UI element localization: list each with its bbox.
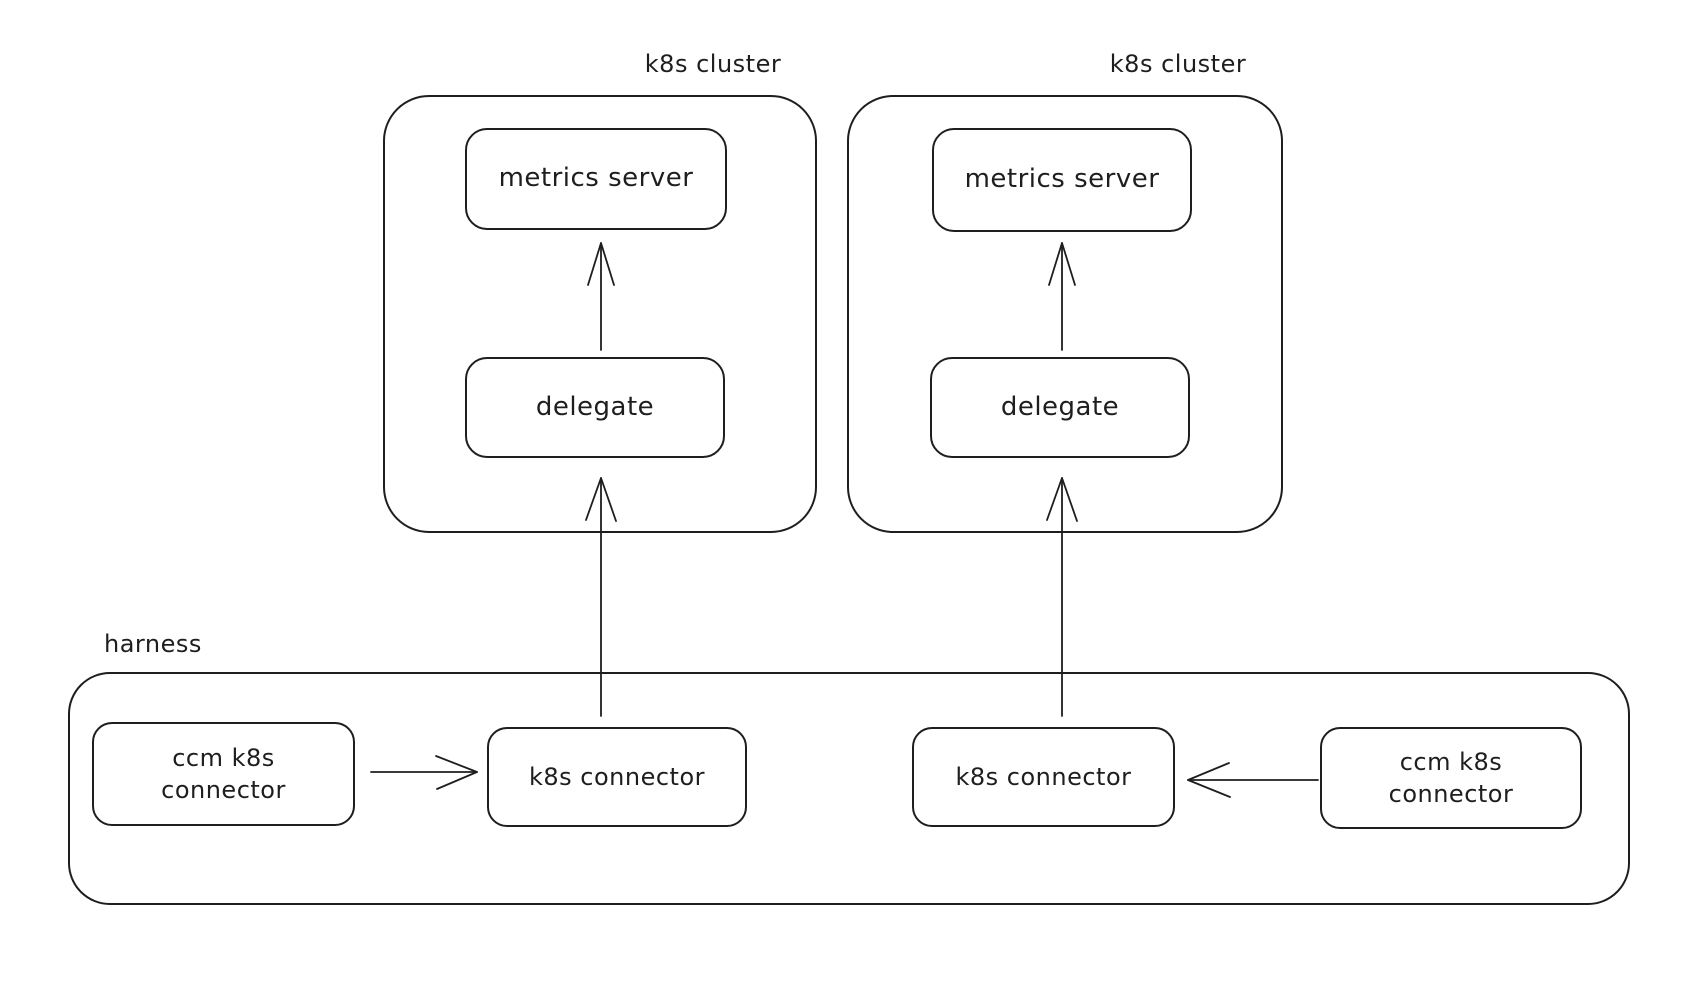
cluster-2-label: k8s cluster [1109,50,1247,78]
metrics-server-node-2: metrics server [932,128,1192,232]
k8s-connector-node-right: k8s connector [912,727,1175,827]
delegate-node-1: delegate [465,357,725,458]
cluster-1-label: k8s cluster [644,50,782,78]
k8s-connector-label-left: k8s connector [528,762,706,791]
ccm-k8s-connector-label-left: ccm k8s connector [161,743,286,804]
ccm-k8s-connector-node-right: ccm k8s connector [1320,727,1582,829]
ccm-k8s-connector-label-right: ccm k8s connector [1388,747,1514,808]
metrics-server-node-1: metrics server [465,128,727,230]
cluster-2-container [847,95,1283,533]
ccm-k8s-connector-node-left: ccm k8s connector [92,722,355,826]
harness-label: harness [104,630,202,658]
k8s-connector-node-left: k8s connector [487,727,747,827]
delegate-label-2: delegate [1000,391,1120,422]
delegate-label-1: delegate [535,391,655,422]
k8s-connector-label-right: k8s connector [955,762,1132,791]
delegate-node-2: delegate [930,357,1190,458]
metrics-server-label-2: metrics server [964,164,1160,195]
metrics-server-label-1: metrics server [498,163,694,194]
cluster-1-container [383,95,817,533]
harness-container [68,672,1630,905]
